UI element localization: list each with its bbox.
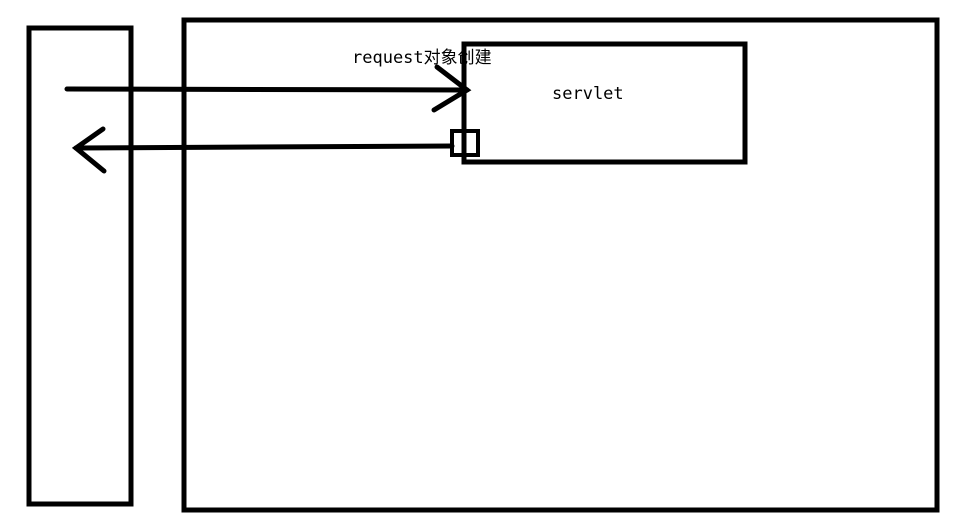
server-box <box>181 17 940 513</box>
servlet-box <box>461 41 748 165</box>
request-arrow-head <box>431 64 472 113</box>
servlet-label: servlet <box>552 84 624 104</box>
response-arrow-head <box>71 126 107 174</box>
request-created-label: request对象创建 <box>352 48 492 68</box>
client-box <box>26 25 134 507</box>
response-arrow-shaft <box>73 143 455 151</box>
response-arrow <box>71 126 455 174</box>
response-square <box>450 129 480 157</box>
request-arrow <box>64 64 472 113</box>
request-arrow-shaft <box>64 86 470 93</box>
